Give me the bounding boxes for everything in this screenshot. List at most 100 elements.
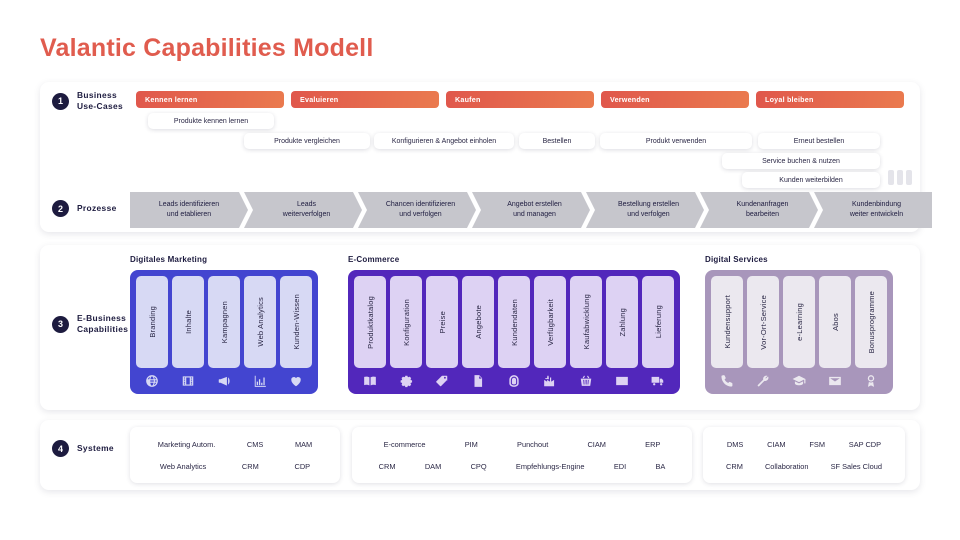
system-item: E-commerce	[383, 439, 426, 449]
process-chevron-7[interactable]: Kundenbindung weiter entwickeln	[814, 192, 932, 228]
process-chevron-label: Angebot erstellen und managen	[507, 201, 562, 218]
page-title: Valantic Capabilities Modell	[40, 34, 374, 62]
capability-card-body: Inhalte	[172, 276, 204, 368]
row-label-systeme: 4 Systeme	[52, 440, 114, 457]
process-chevron-label: Chancen identifizieren und verfolgen	[385, 201, 456, 218]
usecase-chip-4[interactable]: Bestellen	[519, 133, 595, 149]
stage-chip-5[interactable]: Loyal bleiben	[756, 91, 904, 108]
stage-chip-label: Kaufen	[455, 95, 481, 104]
capability-card-ecommerce-2[interactable]: Konfiguration	[390, 276, 422, 394]
system-item: SAP CDP	[848, 439, 882, 449]
usecase-chip-label: Erneut bestellen	[793, 137, 845, 145]
capability-card-services-4[interactable]: Abos	[819, 276, 851, 394]
usecase-chip-2[interactable]: Produkte vergleichen	[244, 133, 370, 149]
process-chevron-3[interactable]: Chancen identifizieren und verfolgen	[358, 192, 476, 228]
usecase-chip-1[interactable]: Produkte kennen lernen	[148, 113, 274, 129]
stage-chip-3[interactable]: Kaufen	[446, 91, 594, 108]
usecase-chip-5[interactable]: Produkt verwenden	[600, 133, 752, 149]
capability-card-body: Kundensupport	[711, 276, 743, 368]
capability-card-body: Angebote	[462, 276, 494, 368]
capability-group-title: Digitales Marketing	[130, 255, 208, 264]
usecase-chip-label: Produkt verwenden	[645, 137, 707, 145]
fingerprint-icon	[498, 368, 530, 394]
system-item: EDI	[613, 461, 627, 471]
system-item: CDP	[294, 461, 311, 471]
capability-card-label: Kundensupport	[722, 295, 732, 349]
usecase-chip-8[interactable]: Kunden weiterbilden	[742, 172, 880, 188]
capability-card-label: Konfiguration	[401, 298, 411, 346]
capability-card-ecommerce-5[interactable]: Kundendaten	[498, 276, 530, 394]
capability-card-label: Kundendaten	[509, 298, 519, 346]
process-chevron-5[interactable]: Bestellung erstellen und verfolgen	[586, 192, 704, 228]
usecase-chip-label: Service buchen & nutzen	[762, 157, 840, 165]
capability-card-label: Zahlung	[617, 307, 627, 337]
capability-card-label: Kampagnen	[219, 300, 229, 344]
capability-card-ecommerce-6[interactable]: Verfügbarkeit	[534, 276, 566, 394]
stage-chip-label: Verwenden	[610, 95, 650, 104]
capability-card-body: Abos	[819, 276, 851, 368]
system-item: FSM	[809, 439, 825, 449]
capability-card-services-2[interactable]: Vor-Ort-Service	[747, 276, 779, 394]
row-badge-3: 3	[52, 315, 69, 333]
wrench-icon	[747, 368, 779, 394]
capability-card-ecommerce-9[interactable]: Lieferung	[642, 276, 674, 394]
process-chevron-1[interactable]: Leads identifizieren und etablieren	[130, 192, 248, 228]
capability-card-ecommerce-4[interactable]: Angebote	[462, 276, 494, 394]
capability-card-ecommerce-8[interactable]: Zahlung	[606, 276, 638, 394]
system-item: CRM	[726, 461, 743, 471]
process-chevron-6[interactable]: Kundenanfragen bearbeiten	[700, 192, 818, 228]
process-chevron-4[interactable]: Angebot erstellen und managen	[472, 192, 590, 228]
usecase-chip-7[interactable]: Service buchen & nutzen	[722, 153, 880, 169]
stage-chip-label: Loyal bleiben	[765, 95, 814, 104]
usecase-chip-label: Produkte kennen lernen	[173, 117, 249, 125]
film-icon	[172, 368, 204, 394]
usecase-chip-3[interactable]: Konfigurieren & Angebot einholen	[374, 133, 514, 149]
usecase-chip-6[interactable]: Erneut bestellen	[758, 133, 880, 149]
capability-card-label: Kaufabwicklung	[581, 294, 591, 350]
capability-card-body: e-Learning	[783, 276, 815, 368]
system-item: SF Sales Cloud	[830, 461, 882, 471]
capability-card-marketing-1[interactable]: Branding	[136, 276, 168, 394]
stage-chip-2[interactable]: Evaluieren	[291, 91, 439, 108]
capability-card-label: Bonusprogramme	[866, 290, 876, 354]
system-item: CIAM	[767, 439, 786, 449]
capability-card-ecommerce-7[interactable]: Kaufabwicklung	[570, 276, 602, 394]
stage-chip-1[interactable]: Kennen lernen	[136, 91, 284, 108]
row-label-text: E-Business Capabilities	[77, 313, 129, 334]
process-chevron-2[interactable]: Leads weiterverfolgen	[244, 192, 362, 228]
capability-card-body: Vor-Ort-Service	[747, 276, 779, 368]
process-chevron-label: Leads weiterverfolgen	[282, 201, 331, 218]
stage-chip-4[interactable]: Verwenden	[601, 91, 749, 108]
decorative-bars	[888, 170, 912, 185]
capability-card-marketing-2[interactable]: Inhalte	[172, 276, 204, 394]
row-label-text: Business Use-Cases	[77, 90, 123, 111]
system-item: Collaboration	[764, 461, 809, 471]
system-item: Web Analytics	[159, 461, 207, 471]
capability-card-services-3[interactable]: e-Learning	[783, 276, 815, 394]
capability-card-services-1[interactable]: Kundensupport	[711, 276, 743, 394]
capability-group-box: Kundensupport Vor-Ort-Service e-Learning Ab…	[705, 270, 893, 394]
heart-icon	[280, 368, 312, 394]
book-icon	[354, 368, 386, 394]
system-item: BA	[655, 461, 666, 471]
capability-card-label: Branding	[147, 306, 157, 338]
capability-card-body: Lieferung	[642, 276, 674, 368]
decorative-bar	[897, 170, 903, 185]
system-item: CRM	[378, 461, 396, 471]
capability-card-ecommerce-1[interactable]: Produktkatalog	[354, 276, 386, 394]
basket-icon	[570, 368, 602, 394]
capability-card-services-5[interactable]: Bonusprogramme	[855, 276, 887, 394]
capability-card-marketing-3[interactable]: Kampagnen	[208, 276, 240, 394]
gear-icon	[390, 368, 422, 394]
capability-card-ecommerce-3[interactable]: Preise	[426, 276, 458, 394]
capability-card-label: e-Learning	[794, 303, 804, 341]
capability-card-marketing-5[interactable]: Kunden-Wissen	[280, 276, 312, 394]
capability-card-marketing-4[interactable]: Web Analytics	[244, 276, 276, 394]
row-badge-4: 4	[52, 440, 69, 457]
capability-card-label: Preise	[437, 310, 447, 334]
